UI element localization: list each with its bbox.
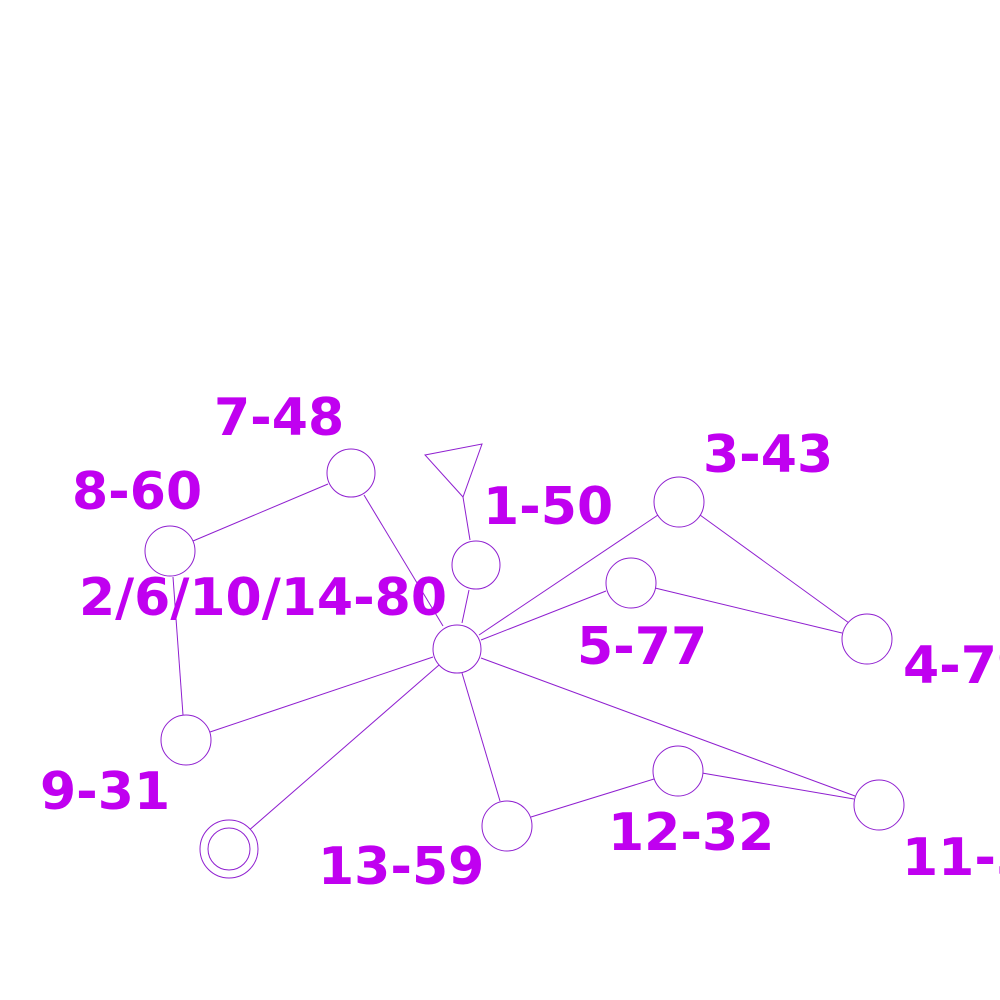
edge-hub-11 — [480, 657, 856, 797]
edge-3-4 — [699, 514, 850, 624]
edge-hub-13 — [461, 672, 501, 802]
start-triangle-node — [424, 443, 483, 498]
label-4-79: 4-79 — [903, 636, 1000, 696]
label-5-77: 5-77 — [577, 617, 707, 677]
edge-start-1 — [462, 496, 471, 541]
label-7-48: 7-48 — [214, 388, 344, 448]
edge-hub-3 — [478, 514, 659, 636]
edge-8-9 — [172, 576, 184, 716]
label-3-43: 3-43 — [703, 425, 833, 485]
end-double-circle-node — [199, 819, 259, 879]
label-1-50: 1-50 — [483, 477, 613, 537]
edge-9-hub — [209, 656, 434, 733]
edge-hub-end — [246, 664, 440, 833]
edges — [172, 483, 856, 833]
node-12-32 — [652, 745, 704, 797]
node-13-59 — [481, 800, 533, 852]
label-8-60: 8-60 — [72, 462, 202, 522]
node-7-48 — [326, 448, 376, 498]
label-13-59: 13-59 — [318, 837, 484, 897]
edge-13-12 — [530, 778, 655, 818]
label-9-31: 9-31 — [40, 762, 170, 822]
node-3-43 — [653, 476, 705, 528]
edge-hub-7 — [363, 494, 444, 627]
edge-7-8 — [192, 483, 329, 542]
label-12-32: 12-32 — [608, 803, 774, 863]
edge-1-hub — [461, 589, 470, 624]
edge-12-11 — [701, 772, 855, 800]
nodes — [144, 443, 905, 879]
labels: 7-48 8-60 2/6/10/14-80 9-31 1-50 3-43 5-… — [40, 388, 1000, 897]
node-4-79 — [841, 613, 893, 665]
label-11-30: 11-30 — [902, 828, 1000, 888]
node-11-30 — [853, 779, 905, 831]
node-hub — [432, 624, 482, 674]
edge-hub-5 — [480, 590, 607, 641]
node-9-31 — [160, 714, 212, 766]
node-5-77 — [605, 557, 657, 609]
node-1-50 — [451, 540, 501, 590]
node-8-60 — [144, 525, 196, 577]
label-hub: 2/6/10/14-80 — [79, 568, 447, 628]
edge-5-4 — [654, 587, 843, 634]
